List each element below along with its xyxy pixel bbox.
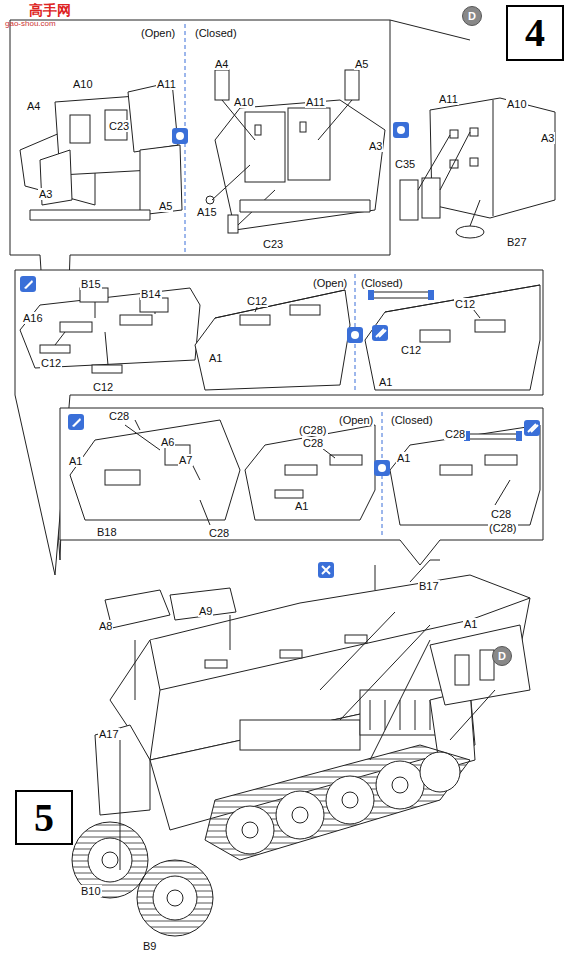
part-label: A11 <box>305 96 326 108</box>
part-label: C23 <box>108 120 130 132</box>
part-label: (Open) <box>140 27 176 39</box>
part-label: C35 <box>394 158 416 170</box>
part-label: A3 <box>38 188 53 200</box>
watermark: 高手网 <box>28 2 72 18</box>
part-label: B9 <box>142 940 157 952</box>
node-text: D <box>468 10 476 22</box>
part-label: A5 <box>354 58 369 70</box>
part-label: B10 <box>80 885 102 897</box>
part-label: A4 <box>214 58 229 70</box>
part-label: C28 <box>302 437 324 449</box>
part-label: A3 <box>540 132 555 144</box>
part-label: A1 <box>378 376 393 388</box>
part-label: (C28) <box>298 424 328 436</box>
node-text: 4 <box>525 11 545 55</box>
part-label: C12 <box>454 298 476 310</box>
part-label: A10 <box>506 98 528 110</box>
part-label: A5 <box>158 200 173 212</box>
part-label: A9 <box>198 605 213 617</box>
node-text: 5 <box>34 796 54 840</box>
part-label: A16 <box>22 312 44 324</box>
watermark: gao-shou.com <box>4 19 57 28</box>
part-label: C28 <box>444 428 466 440</box>
part-label: (Closed) <box>360 277 404 289</box>
part-label: C12 <box>40 357 62 369</box>
step-number-box: 5 <box>15 790 73 845</box>
part-label: A7 <box>178 454 193 466</box>
part-label: C28 <box>208 527 230 539</box>
part-label: A11 <box>156 78 177 90</box>
part-label: B18 <box>96 526 118 538</box>
part-label: A17 <box>98 728 120 740</box>
part-label: B27 <box>506 236 528 248</box>
part-label: C28 <box>108 410 130 422</box>
step-number-box: 4 <box>506 5 564 61</box>
part-label: A10 <box>72 78 94 90</box>
sprue-marker: D <box>492 646 512 666</box>
part-label: A3 <box>368 140 383 152</box>
part-label: (Open) <box>338 414 374 426</box>
part-label: A15 <box>196 206 218 218</box>
part-label: (Closed) <box>194 27 238 39</box>
part-label: (Open) <box>312 277 348 289</box>
part-label: C12 <box>92 381 114 393</box>
part-label: C12 <box>400 344 422 356</box>
part-label: A1 <box>294 500 309 512</box>
sprue-marker: D <box>462 6 482 26</box>
part-label: A1 <box>68 455 83 467</box>
part-label: B15 <box>80 278 102 290</box>
part-label: B17 <box>418 580 440 592</box>
part-label: A4 <box>26 100 41 112</box>
part-label: C12 <box>246 295 268 307</box>
part-label: A1 <box>396 452 411 464</box>
part-label: C23 <box>262 238 284 250</box>
part-label: (Closed) <box>390 414 434 426</box>
node-text: D <box>498 650 506 662</box>
part-label: A10 <box>233 96 255 108</box>
part-label: A11 <box>438 93 459 105</box>
part-label: C28 <box>490 508 512 520</box>
part-label: A1 <box>208 352 223 364</box>
part-label: A6 <box>160 436 175 448</box>
part-label: A1 <box>463 618 478 630</box>
part-label: B14 <box>140 288 162 300</box>
part-label: A8 <box>98 620 113 632</box>
part-label: (C28) <box>488 522 518 534</box>
